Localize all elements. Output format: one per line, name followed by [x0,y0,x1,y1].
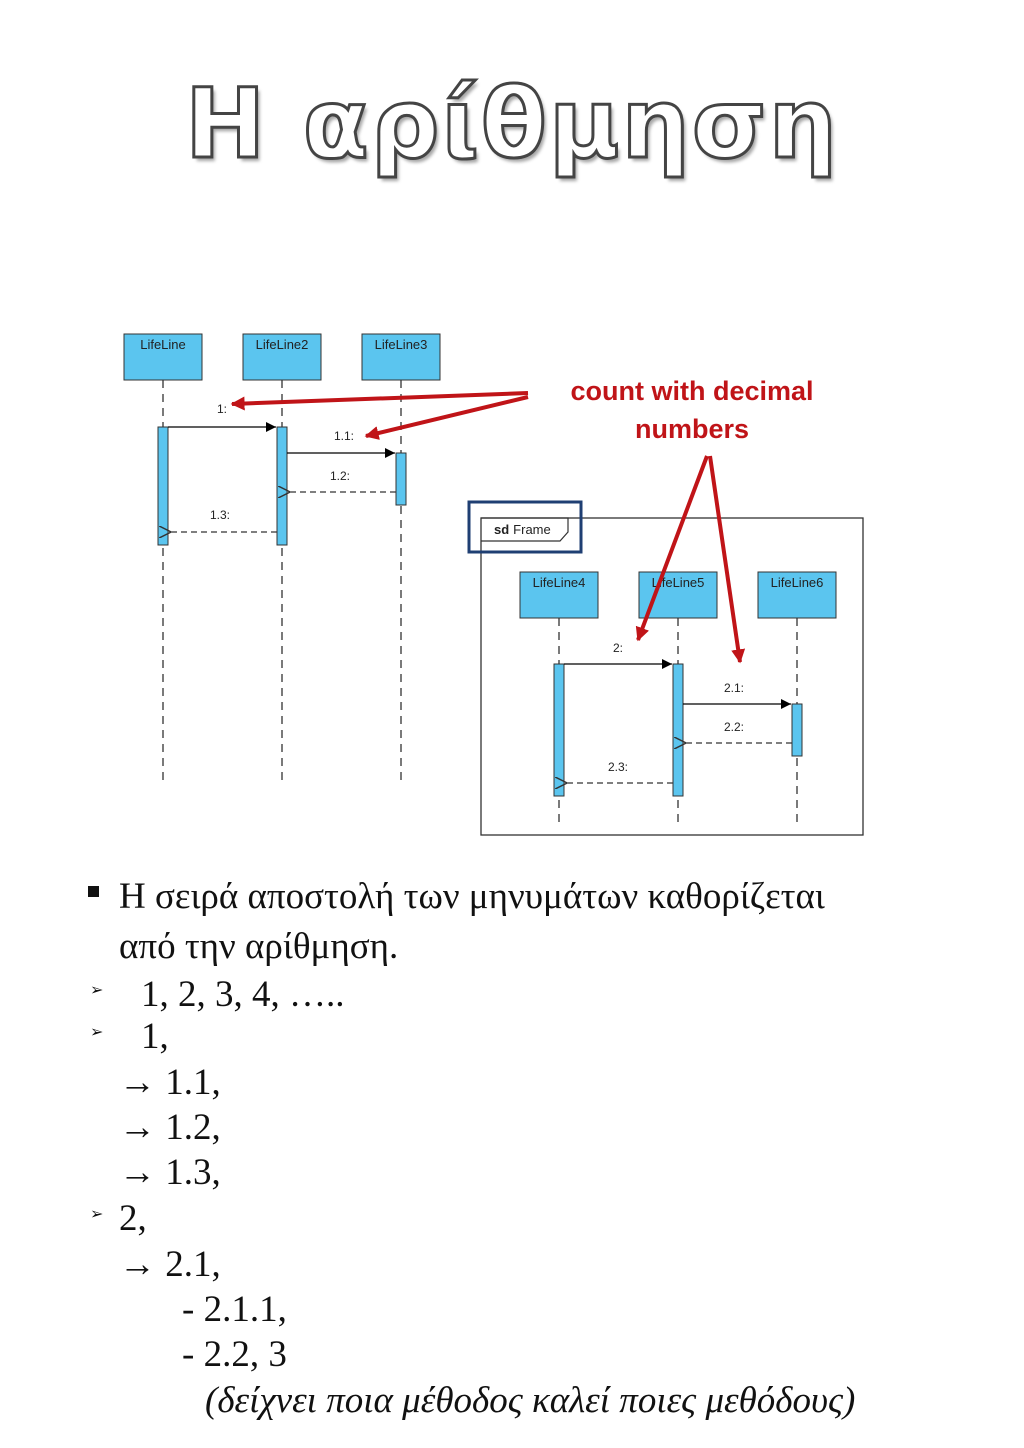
square-bullet-icon [88,886,99,897]
callout-arrow [230,391,529,411]
example-2-sub-1: → 1.1, [119,1062,221,1103]
sequence-diagram: LifeLine LifeLine2 LifeLine3 1: 1.1: 1.2… [123,333,864,836]
frame-tab [481,517,569,542]
lifeline-label: LifeLine4 [533,575,586,590]
activation-bar [157,426,169,546]
message-label: 2.1: [724,681,744,695]
example-3-sub-1-b: - 2.2, 3 [182,1334,287,1375]
message-label: 2.2: [724,720,744,734]
lifeline-box [361,333,441,381]
highlight-box [467,500,583,554]
lifeline-box [638,571,718,619]
example-3-sub-1: → 2.1, [119,1244,221,1285]
lifeline-label: LifeLine2 [256,337,309,352]
example-2-sub-2: → 1.2, [119,1107,221,1148]
callout-arrow [708,455,746,664]
activation-bar [791,703,803,757]
lifeline-box [757,571,837,619]
example-3-sub-1-a: - 2.1.1, [182,1289,287,1330]
lifeline-label: LifeLine6 [771,575,824,590]
chevron-right-icon: ➢ [90,980,104,999]
callout: count with decimal numbers [230,376,814,664]
message-label: 1: [217,402,227,416]
lifeline-label: LifeLine5 [652,575,705,590]
lifeline-box [242,333,322,381]
lifeline-box [519,571,599,619]
example-3: 2, [119,1198,147,1239]
callout-text-line2: numbers [635,414,749,444]
lifeline-group-top: LifeLine LifeLine2 LifeLine3 1: 1.1: 1.2… [123,333,441,785]
activation-bar [395,452,407,506]
example-2: 1, [141,1016,169,1057]
activation-bar [672,663,684,797]
note: (δείχνει ποια μέθοδος καλεί ποιες μεθόδο… [205,1380,856,1421]
callout-text-line1: count with decimal [570,376,813,406]
example-1: 1, 2, 3, 4, ….. [141,974,345,1015]
activation-bar [553,663,565,797]
lifeline-box [123,333,203,381]
message-label: 1.1: [334,429,354,443]
lifeline-label: LifeLine3 [375,337,428,352]
callout-arrow [364,395,529,440]
message-label: 1.3: [210,508,230,522]
example-2-sub-3: → 1.3, [119,1152,221,1193]
message-label: 2.3: [608,760,628,774]
callout-arrow [635,455,709,642]
chevron-right-icon: ➢ [90,1204,104,1223]
chevron-right-icon: ➢ [90,1022,104,1041]
lifeline-label: LifeLine [140,337,186,352]
activation-bar [276,426,288,546]
message-label: 1.2: [330,469,350,483]
page-title: Η αρίθμηση [184,67,839,182]
bullet-main-line1: Η σειρά αποστολή των μηνυμάτων καθορίζετ… [119,876,825,917]
message-label: 2: [613,641,623,655]
sd-frame [480,517,864,836]
bullet-main-line2: από την αρίθμηση. [119,926,399,967]
